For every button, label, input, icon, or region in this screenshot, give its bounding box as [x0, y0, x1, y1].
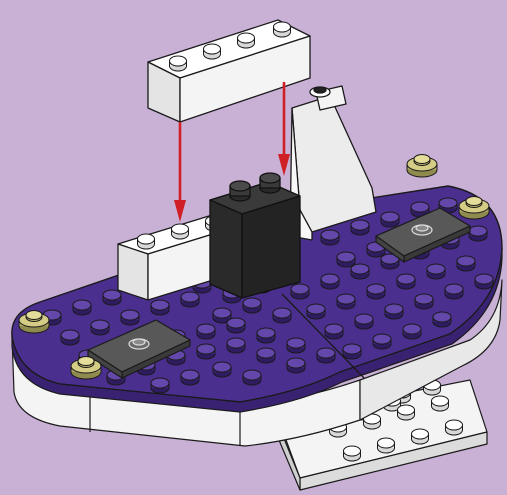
lego-instruction-illustration: [0, 0, 507, 495]
build-step-drawing: [0, 0, 507, 495]
